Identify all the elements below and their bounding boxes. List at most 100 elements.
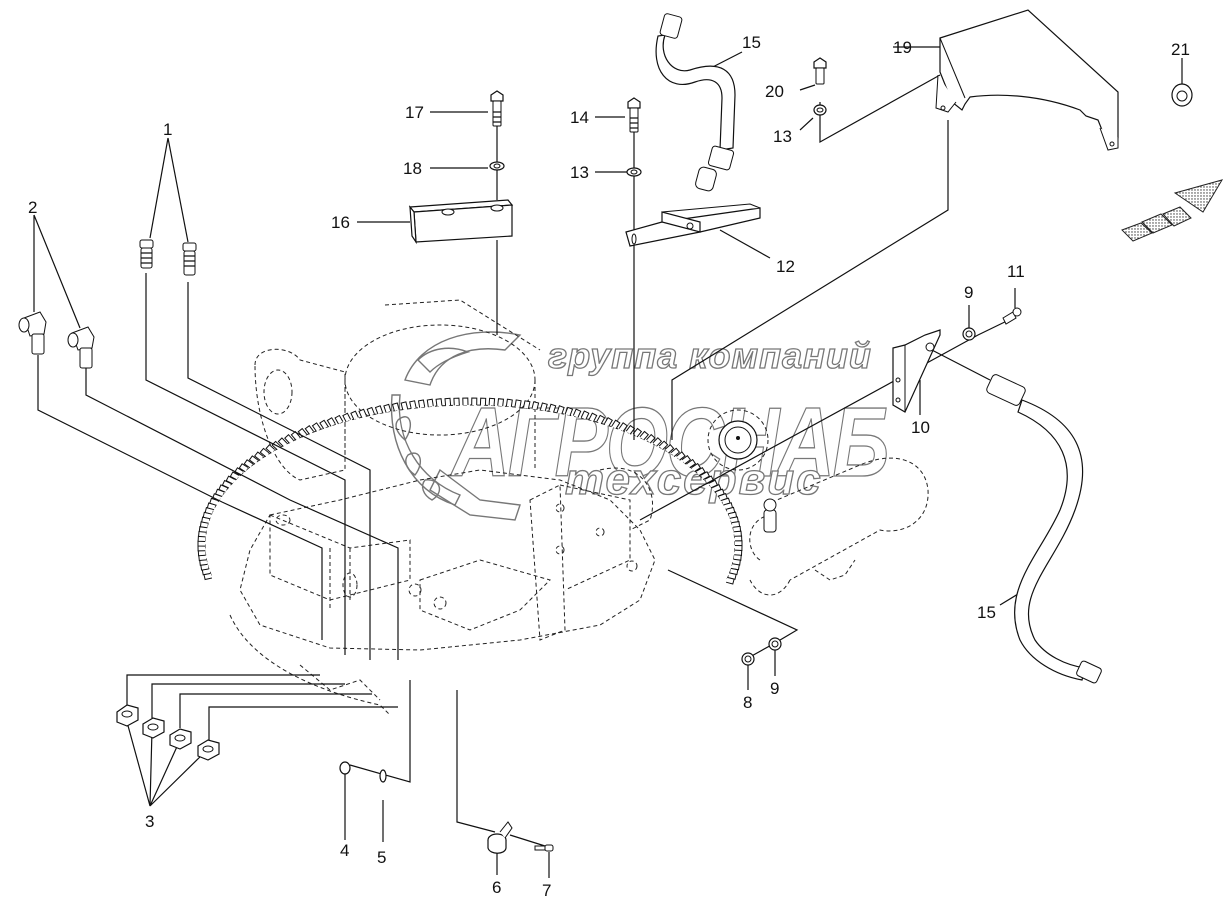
callout-12: 12 <box>776 257 795 276</box>
ring-gear-tooth <box>588 412 598 422</box>
ring-gear-tooth <box>700 471 711 481</box>
ring-gear-tooth <box>342 412 352 423</box>
part-21-grommet <box>1171 83 1193 107</box>
callout-18: 18 <box>403 159 422 178</box>
callout-11: 11 <box>1007 262 1025 281</box>
ring-gear-tooth <box>681 454 692 465</box>
main-housing <box>229 299 656 716</box>
ring-gear-tooth <box>539 402 548 412</box>
ring-gear-tooth <box>556 405 565 415</box>
callout-20: 20 <box>765 82 784 101</box>
ring-gear-tooth <box>444 397 452 406</box>
ring-gear <box>197 397 743 585</box>
ring-gear-tooth <box>625 424 636 435</box>
part-6-clamp <box>487 821 513 854</box>
callout-1: 1 <box>163 120 172 139</box>
callout-9-upper: 9 <box>964 283 973 302</box>
part-9-washer-upper <box>962 327 976 341</box>
ring-gear-tooth <box>304 425 314 435</box>
part-11-bolt <box>1002 307 1022 325</box>
ring-gear-tooth <box>248 455 259 465</box>
ring-gear-tooth <box>664 443 675 454</box>
callout-2: 2 <box>28 198 37 217</box>
callout-6: 6 <box>492 878 501 897</box>
ring-gear-tooth <box>225 475 236 485</box>
ring-gear-rim <box>204 404 736 581</box>
ring-gear-tooth <box>523 400 531 409</box>
ring-gear-tooth <box>725 576 735 585</box>
callout-labels: 1 2 3 4 5 6 7 8 9 9 10 11 12 13 13 14 15… <box>28 33 1190 900</box>
ring-gear-tooth <box>409 400 417 409</box>
ring-gear-tooth <box>453 397 460 406</box>
ring-gear-tooth <box>400 401 409 411</box>
part-5-washer <box>379 769 387 783</box>
ring-gear-tooth <box>391 402 400 412</box>
ring-gear-tooth <box>658 440 669 451</box>
ring-gear-tooth <box>670 447 681 457</box>
forward-arrow-icon <box>1121 179 1224 242</box>
ring-gear-tooth <box>383 403 392 413</box>
ring-gear-tooth <box>326 417 336 427</box>
part-2-angled-fitting <box>18 311 95 369</box>
part-13-washer <box>626 104 827 177</box>
ring-gear-tooth <box>531 401 540 410</box>
part-15-hose-top <box>655 13 736 192</box>
ring-gear-tooth <box>696 467 706 476</box>
part-14-bolt <box>627 97 641 133</box>
part-10-sensor-bracket <box>892 329 941 413</box>
ring-gear-tooth <box>234 467 244 477</box>
ring-gear-tooth <box>603 417 613 427</box>
part-16-spacer-block <box>408 199 514 245</box>
ring-gear-tooth <box>691 462 702 473</box>
ring-gear-tooth <box>505 398 513 407</box>
part-8-nut <box>741 652 755 666</box>
ring-gear-tooth <box>374 405 384 415</box>
part-1-straight-fitting <box>139 239 197 276</box>
part-12-bracket <box>625 203 761 247</box>
ring-gear-tooth <box>243 459 254 469</box>
ring-gear-tooth <box>596 414 606 425</box>
ring-gear-tooth <box>488 397 496 406</box>
callout-5: 5 <box>377 848 386 867</box>
ring-gear-tooth <box>471 397 478 406</box>
ring-gear-tooth <box>564 406 574 416</box>
part-7-screw <box>534 844 554 852</box>
ring-gear-tooth <box>652 437 663 447</box>
callout-16: 16 <box>331 213 350 232</box>
ring-gear-tooth <box>417 399 426 408</box>
ring-gear-tooth <box>290 430 301 441</box>
ring-gear-tooth <box>646 433 656 444</box>
ring-gear-tooth <box>259 447 270 458</box>
ring-gear-tooth <box>497 398 505 407</box>
ring-gear-tooth <box>611 419 621 430</box>
part-17-bolt <box>490 90 504 127</box>
ring-gear-tooth <box>277 437 288 447</box>
part-19-guard-cover <box>935 9 1119 151</box>
ring-gear-tooth <box>572 408 582 418</box>
ring-gear-tooth <box>221 479 232 489</box>
ring-gear-tooth <box>311 422 322 432</box>
ring-gear-tooth <box>639 430 650 441</box>
ring-gear-tooth <box>479 397 487 406</box>
pinion-assembly <box>707 409 929 596</box>
ring-gear-tooth <box>366 406 375 416</box>
ring-gear-tooth <box>435 398 443 407</box>
part-3-hex-nut <box>116 704 220 761</box>
watermark-line2: АГРОСНАБ <box>450 387 887 497</box>
ring-gear-tooth <box>358 408 367 418</box>
ring-gear-tooth <box>426 398 434 407</box>
callout-17: 17 <box>405 103 424 122</box>
callout-19: 19 <box>893 38 912 57</box>
ring-gear-tooth <box>284 433 294 444</box>
watermark-line1: группа компаний <box>548 335 872 376</box>
part-15-hose-lower <box>986 374 1102 684</box>
callout-9-lower: 9 <box>770 679 779 698</box>
callout-15-lower: 15 <box>977 603 996 622</box>
watermark: группа компаний АГРОСНАБ техсервис <box>390 331 891 521</box>
callout-3: 3 <box>145 812 154 831</box>
ring-gear-tooth <box>265 444 276 454</box>
callout-13-right: 13 <box>773 127 792 146</box>
ring-gear-tooth <box>548 403 557 413</box>
ring-gear-tooth <box>618 422 628 432</box>
